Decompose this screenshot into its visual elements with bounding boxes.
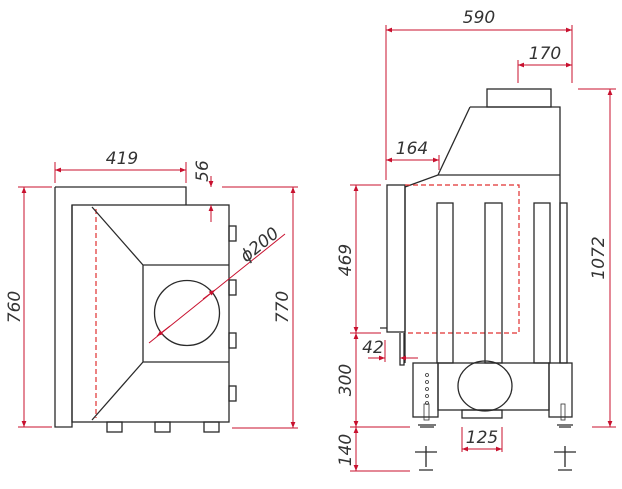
flue-circle — [153, 279, 221, 347]
front-door — [386, 184, 406, 333]
top-view-dimensions — [18, 162, 298, 429]
hood-side — [404, 106, 561, 363]
adjust-holes — [423, 373, 566, 421]
label-140: 140 — [336, 434, 356, 466]
label-164: 164 — [396, 139, 428, 159]
top-view-body — [71, 204, 230, 423]
label-125: 125 — [466, 428, 498, 448]
label-300: 300 — [336, 364, 356, 396]
base-right-box — [548, 362, 573, 418]
base — [437, 362, 550, 411]
top-view: 419 760 770 56 ϕ200 — [5, 149, 298, 433]
base-left-box — [412, 362, 439, 418]
top-view-frame — [54, 186, 187, 428]
label-419: 419 — [106, 149, 138, 169]
label-469: 469 — [336, 244, 356, 276]
hood-outline — [91, 206, 229, 421]
air-inlet-collar — [461, 409, 503, 419]
label-42: 42 — [362, 338, 384, 358]
dim-diameter — [148, 233, 286, 344]
side-slats — [436, 202, 551, 364]
firebox-outline — [405, 184, 520, 334]
label-590: 590 — [463, 8, 495, 28]
side-view: 590 170 164 1072 469 300 140 42 125 — [336, 8, 616, 472]
flue-collar — [486, 88, 552, 108]
label-1072: 1072 — [589, 236, 609, 279]
label-760: 760 — [5, 291, 25, 323]
label-170: 170 — [529, 44, 561, 64]
feet — [415, 424, 576, 471]
door-handle — [380, 327, 405, 366]
side-view-dimensions — [350, 25, 616, 472]
label-56: 56 — [193, 160, 213, 182]
side-tabs — [106, 225, 237, 433]
air-inlet — [457, 360, 513, 412]
label-770: 770 — [273, 291, 293, 323]
label-diameter: ϕ200 — [237, 224, 284, 267]
